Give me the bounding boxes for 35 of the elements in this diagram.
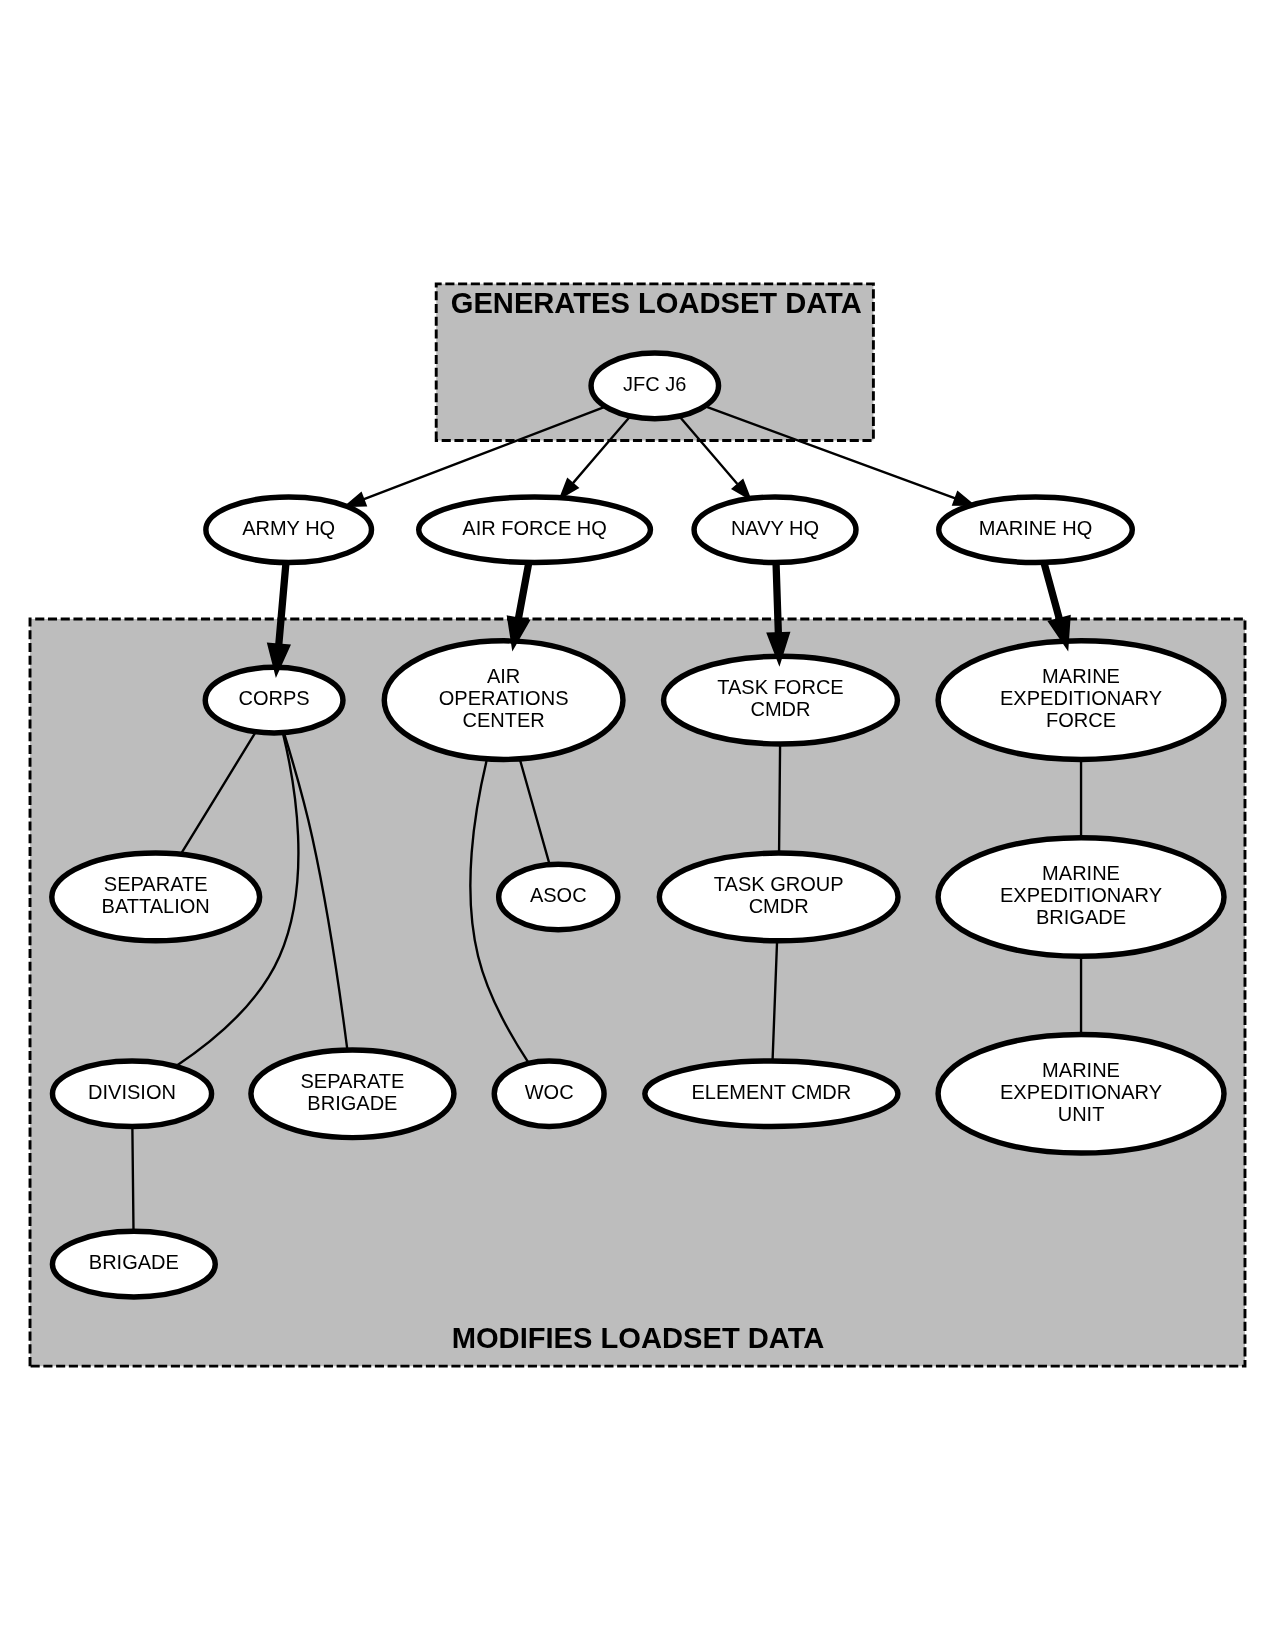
node-ellipse: WOC: [491, 1058, 607, 1130]
node-ellipse: DIVISION: [49, 1058, 215, 1130]
arrow: [1040, 561, 1071, 652]
connector: [179, 731, 257, 855]
arrow: [766, 562, 791, 667]
node-ellipse: TASK GROUP CMDR: [656, 850, 901, 944]
node-ellipse: NAVY HQ: [691, 494, 859, 566]
arrow: [558, 415, 631, 501]
node-ellipse: CORPS: [202, 664, 346, 736]
connector: [771, 941, 779, 1061]
node-ellipse: ELEMENT CMDR: [642, 1058, 901, 1130]
connector: [282, 732, 349, 1050]
node-ellipse: SEPARATE BATTALION: [49, 850, 263, 944]
node-ellipse: TASK FORCE CMDR: [660, 653, 901, 747]
node-ellipse: MARINE EXPEDITIONARY BRIGADE: [935, 834, 1227, 959]
connector: [131, 1126, 135, 1232]
node-ellipse: AIR FORCE HQ: [416, 494, 654, 566]
connector: [1079, 956, 1083, 1035]
arrow: [266, 562, 291, 679]
node-ellipse: MARINE EXPEDITIONARY UNIT: [935, 1031, 1227, 1156]
node-ellipse: JFC J6: [588, 350, 722, 422]
node-ellipse: ARMY HQ: [203, 494, 375, 566]
node-ellipse: AIR OPERATIONS CENTER: [381, 638, 626, 763]
node-ellipse: MARINE HQ: [936, 494, 1135, 566]
node-ellipse: SEPARATE BRIGADE: [248, 1047, 457, 1141]
node-ellipse: ASOC: [495, 861, 621, 933]
connector: [175, 733, 300, 1067]
connector: [469, 759, 530, 1064]
connector: [777, 744, 782, 853]
arrow: [678, 415, 753, 502]
node-ellipse: MARINE EXPEDITIONARY FORCE: [935, 638, 1227, 763]
connector: [1079, 759, 1083, 838]
node-ellipse: BRIGADE: [49, 1228, 218, 1300]
connector: [518, 758, 551, 865]
arrow: [506, 562, 533, 652]
